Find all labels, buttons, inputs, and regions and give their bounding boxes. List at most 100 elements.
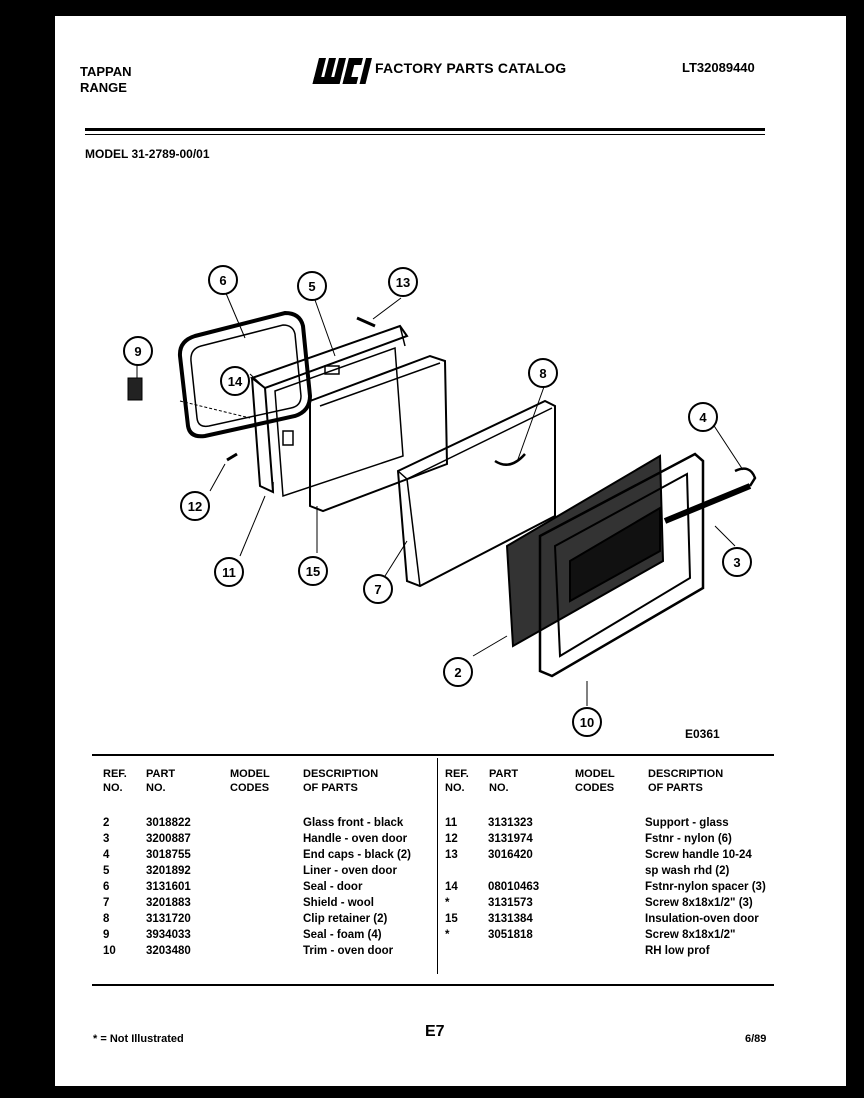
cell-part: 3131720 — [146, 913, 191, 925]
cell-ref: 13 — [445, 849, 458, 861]
cell-ref: 9 — [103, 929, 110, 941]
cell-desc: sp wash rhd (2) — [645, 865, 730, 877]
callout-8: 8 — [528, 358, 558, 388]
cell-ref: 2 — [103, 817, 110, 829]
callout-13: 13 — [388, 267, 418, 297]
cell-part: 3131601 — [146, 881, 191, 893]
cell-part: 3131573 — [488, 897, 533, 909]
callout-12: 12 — [180, 491, 210, 521]
svg-text:15: 15 — [306, 564, 320, 579]
cell-desc: Liner - oven door — [303, 865, 397, 877]
cell-part: 3051818 — [488, 929, 533, 941]
fastener-part — [226, 452, 238, 462]
callout-9: 9 — [123, 336, 153, 366]
cell-ref: 8 — [103, 913, 110, 925]
cell-ref: 15 — [445, 913, 458, 925]
callout-4: 4 — [688, 402, 718, 432]
product-name: RANGE — [80, 80, 127, 95]
catalog-sheet: TAPPAN RANGE FACTORY PARTS CATALOG LT320… — [55, 16, 846, 1086]
cell-desc: Clip retainer (2) — [303, 913, 388, 925]
cell-part: 3131974 — [488, 833, 533, 845]
trim-part — [538, 452, 705, 678]
date-code: 6/89 — [745, 1033, 767, 1045]
glass-front-part — [505, 454, 665, 648]
cell-part: 3131384 — [488, 913, 533, 925]
cell-desc: Screw 8x18x1/2" — [645, 929, 736, 941]
cell-desc: Support - glass — [645, 817, 729, 829]
svg-text:6: 6 — [219, 273, 226, 288]
table-top-rule — [92, 754, 774, 756]
handle-part — [663, 483, 752, 524]
cell-desc: Screw 8x18x1/2" (3) — [645, 897, 753, 909]
svg-text:4: 4 — [699, 410, 707, 425]
catalog-title: FACTORY PARTS CATALOG — [375, 60, 567, 76]
cell-ref: 10 — [103, 945, 116, 957]
callout-10: 10 — [572, 707, 602, 737]
insulation-part — [309, 354, 449, 513]
cell-desc: Screw handle 10-24 — [645, 849, 752, 861]
svg-text:7: 7 — [374, 582, 381, 597]
callout-6: 6 — [208, 265, 238, 295]
cell-part: 3201883 — [146, 897, 191, 909]
cell-desc: Shield - wool — [303, 897, 374, 909]
model-number: MODEL 31-2789-00/01 — [85, 147, 210, 161]
svg-text:8: 8 — [539, 366, 546, 381]
cell-desc: Trim - oven door — [303, 945, 394, 957]
exploded-diagram: 6 5 13 9 14 8 4 12 11 15 7 3 2 10 — [123, 265, 757, 737]
svg-text:5: 5 — [308, 279, 315, 294]
cell-ref: 3 — [103, 833, 110, 845]
cell-part: 3018755 — [146, 849, 191, 861]
cell-ref: 6 — [103, 881, 110, 893]
callout-14: 14 — [220, 366, 250, 396]
cell-ref: 7 — [103, 897, 110, 909]
cell-ref: 4 — [103, 849, 110, 861]
cell-desc: Seal - door — [303, 881, 363, 893]
header-rule-thin — [85, 134, 765, 135]
cell-part: 3200887 — [146, 833, 191, 845]
foam-seal-part — [127, 377, 143, 401]
cell-part: 3201892 — [146, 865, 191, 877]
table-bottom-rule — [92, 984, 774, 986]
shield-part — [396, 399, 556, 588]
cell-desc: Fstnr-nylon spacer (3) — [645, 881, 766, 893]
callout-2: 2 — [443, 657, 473, 687]
cell-ref: 12 — [445, 833, 458, 845]
cell-part: 08010463 — [488, 881, 540, 893]
cell-desc: Insulation-oven door — [645, 913, 759, 925]
cell-desc: End caps - black (2) — [303, 849, 412, 861]
brand-block: TAPPAN RANGE — [80, 64, 132, 96]
cell-part: 3203480 — [146, 945, 191, 957]
svg-text:12: 12 — [188, 499, 202, 514]
cell-desc: Fstnr - nylon (6) — [645, 833, 732, 845]
cell-ref: 11 — [445, 817, 458, 829]
liner-part — [249, 324, 409, 390]
callout-3: 3 — [722, 547, 752, 577]
cell-ref: * — [445, 929, 450, 941]
cell-ref: 14 — [445, 881, 458, 893]
callout-11: 11 — [214, 557, 244, 587]
page-code: E7 — [425, 1023, 445, 1040]
header-ref: REF.NO. — [103, 768, 127, 794]
cell-ref: * — [445, 897, 450, 909]
cell-desc: Glass front - black — [303, 817, 404, 829]
cell-ref: 5 — [103, 865, 110, 877]
svg-text:3: 3 — [733, 555, 740, 570]
svg-text:14: 14 — [228, 374, 243, 389]
header-ref-right: REF.NO. — [445, 768, 469, 794]
cell-part: 3934033 — [146, 929, 191, 941]
cell-part: 3018822 — [146, 817, 191, 829]
cell-desc: RH low prof — [645, 945, 710, 957]
screw-part — [356, 316, 376, 328]
cell-desc: Seal - foam (4) — [303, 929, 382, 941]
wci-logo — [312, 58, 372, 84]
clip-part — [494, 453, 526, 466]
callout-5: 5 — [297, 271, 327, 301]
cell-part: 3131323 — [488, 817, 533, 829]
svg-text:2: 2 — [454, 665, 461, 680]
